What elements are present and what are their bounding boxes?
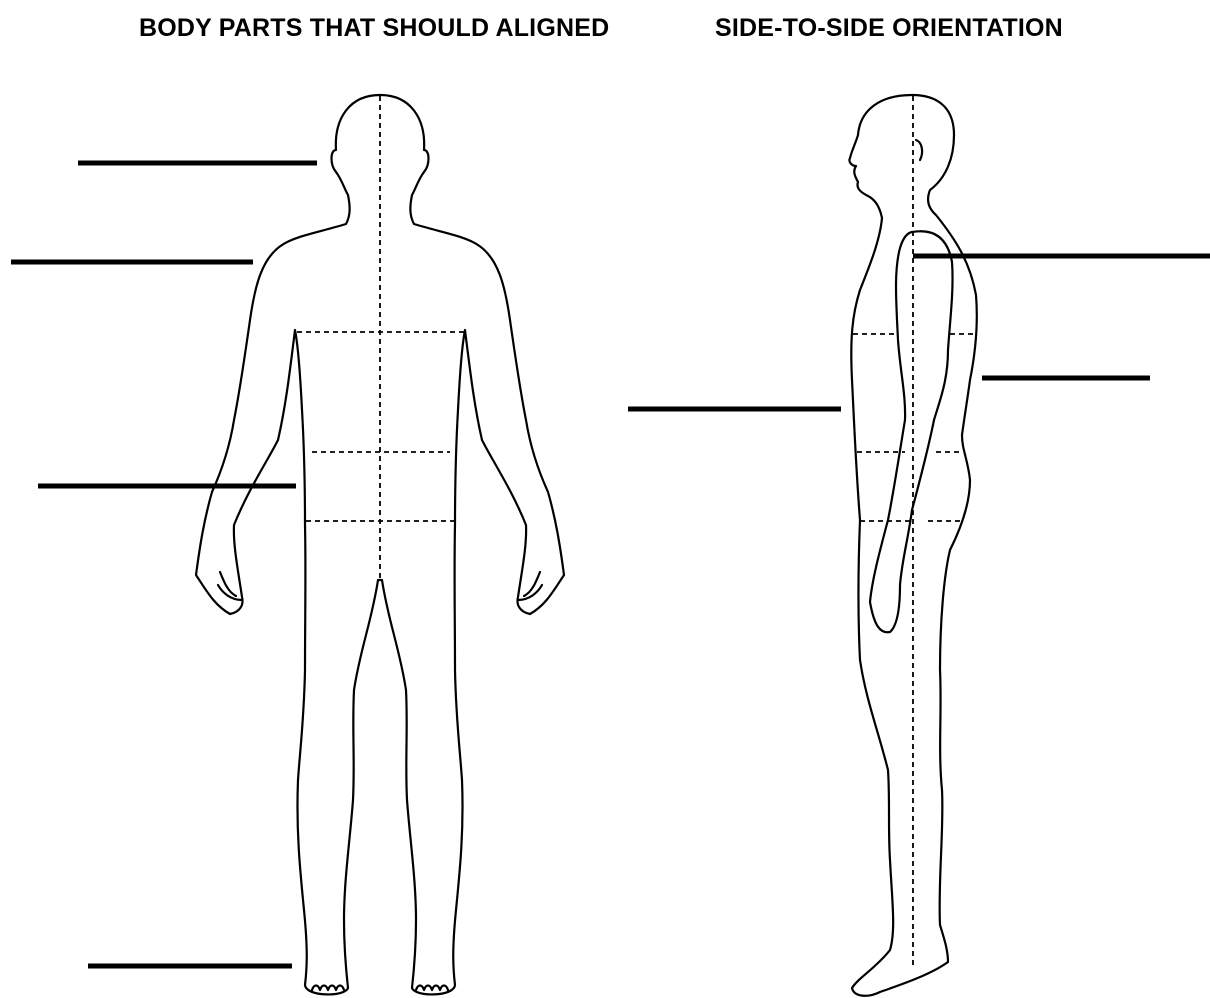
side-view-figure bbox=[849, 95, 976, 996]
side-body-outline bbox=[849, 95, 976, 996]
answer-blanks bbox=[11, 163, 1210, 966]
front-body-outline bbox=[196, 95, 564, 994]
front-view-figure bbox=[196, 95, 564, 994]
